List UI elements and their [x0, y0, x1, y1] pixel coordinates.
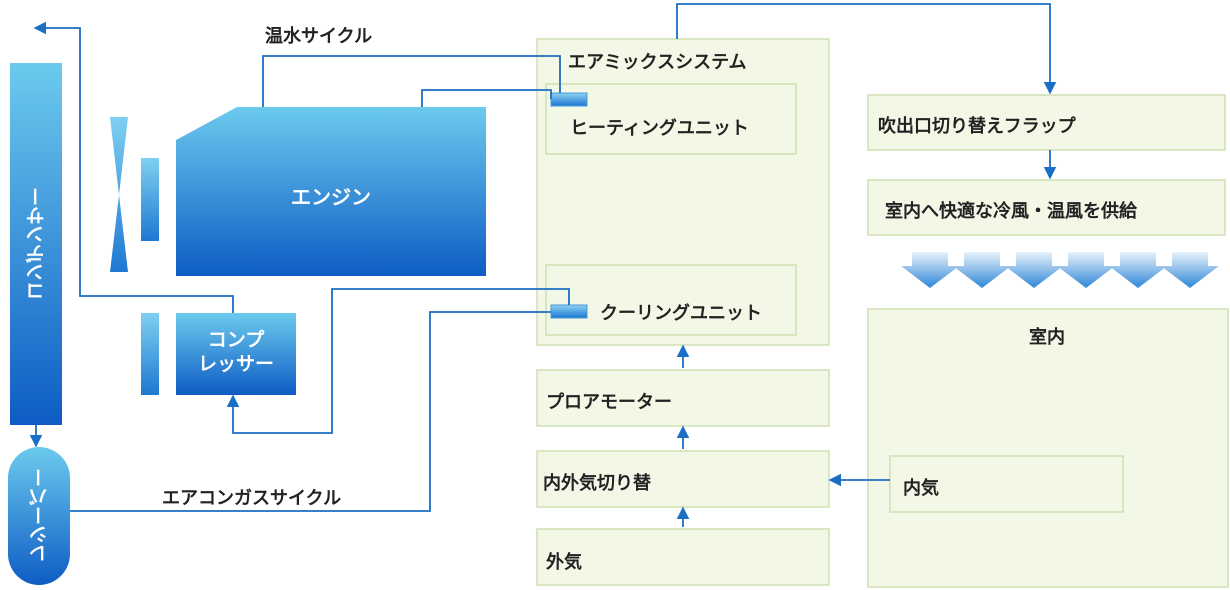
- cabin-label: 室内: [1029, 327, 1065, 348]
- engine-label: エンジン: [291, 185, 371, 209]
- outside-air-label: 外気: [546, 552, 582, 573]
- airflow-arrow: [901, 252, 959, 288]
- receiver-label: レシーバー: [28, 468, 51, 564]
- evaporator-tab: [550, 304, 588, 319]
- airflow-arrows: [901, 252, 1219, 288]
- compressor-label-line1: コンプ: [207, 329, 265, 351]
- intake-switch-label: 内外気切り替: [543, 473, 651, 494]
- receiver-to-evaporator-line: [70, 311, 551, 512]
- airflow-arrow: [953, 252, 1011, 288]
- outside-air-box: [536, 528, 830, 586]
- condenser-label: コンデンサー: [25, 187, 48, 301]
- fan-blade-shape: [110, 117, 128, 272]
- condenser-block: [10, 63, 62, 425]
- cooling-unit-label: クーリングユニット: [600, 303, 762, 324]
- hot-water-cycle-label: 温水サイクル: [265, 26, 373, 47]
- heater-core-tab: [550, 92, 588, 107]
- hot-water-line-out: [262, 55, 561, 107]
- hot-water-line-return: [421, 89, 552, 107]
- receiver-block: [8, 447, 70, 585]
- cooling-unit-box: [545, 264, 797, 336]
- supply-label: 室内へ快適な冷風・温風を供給: [885, 201, 1137, 222]
- compressor-label-line2: レッサー: [197, 353, 274, 375]
- compressor-clutch-bar: [141, 313, 159, 395]
- airmix-to-flap-line: [676, 3, 1057, 95]
- refrigerant-cycle-label: エアコンガスサイクル: [162, 488, 342, 509]
- fan-bar: [141, 158, 159, 241]
- supply-box: [867, 179, 1226, 236]
- blower-motor-box: [536, 369, 830, 427]
- engine-block: [176, 107, 486, 276]
- airflow-arrow: [1057, 252, 1115, 288]
- outlet-flap-label: 吹出口切り替えフラップ: [878, 116, 1076, 137]
- airflow-arrow: [1005, 252, 1063, 288]
- inside-air-label: 内気: [903, 478, 939, 499]
- airflow-arrow: [1109, 252, 1167, 288]
- airflow-arrow: [1161, 252, 1219, 288]
- cabin-box: [867, 308, 1229, 588]
- air-mix-system-label: エアミックスシステム: [568, 52, 747, 73]
- blower-motor-label: プロアモーター: [546, 392, 672, 413]
- compressor-block: [176, 313, 296, 395]
- inside-air-box: [889, 455, 1124, 513]
- refrigerant-compressor-to-condenser: [33, 21, 234, 313]
- outlet-flap-box: [867, 94, 1226, 151]
- evaporator-to-compressor-line: [226, 288, 570, 434]
- compressor-label: コンプ レッサー: [176, 328, 296, 376]
- heating-unit-box: [545, 83, 797, 155]
- heating-unit-label: ヒーティングユニット: [570, 118, 749, 139]
